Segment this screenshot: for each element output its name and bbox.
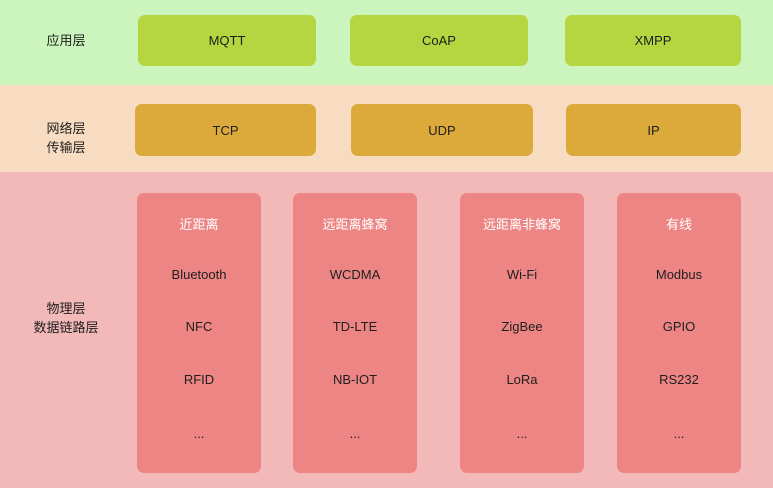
protocol-item: WCDMA (329, 267, 381, 282)
physical-layer-label: 物理层 数据链路层 (33, 301, 99, 335)
network-layer-label: 网络层 传输层 (46, 121, 86, 155)
protocol-box-ip: IP (566, 104, 741, 156)
protocol-item-more: ... (673, 426, 685, 441)
column-wired: 有线 Modbus GPIO RS232 ... (617, 193, 741, 473)
protocol-item: NB-IOT (332, 372, 378, 387)
protocol-box-coap: CoAP (350, 15, 528, 66)
column-title: 有线 (665, 217, 692, 232)
protocol-item: LoRa (506, 372, 538, 387)
application-layer-label: 应用层 (46, 33, 86, 48)
protocol-item-more: ... (516, 426, 528, 441)
column-long-range-cellular: 远距离蜂窝 WCDMA TD-LTE NB-IOT ... (293, 193, 417, 473)
protocol-item: RS232 (659, 372, 699, 387)
protocol-item-more: ... (193, 426, 205, 441)
protocol-item: NFC (185, 319, 213, 334)
protocol-item: Modbus (655, 267, 703, 282)
protocol-item: Bluetooth (171, 267, 227, 282)
protocol-item: RFID (183, 372, 215, 387)
column-short-range: 近距离 Bluetooth NFC RFID ... (137, 193, 261, 473)
column-long-range-non-cellular: 远距离非蜂窝 Wi-Fi ZigBee LoRa ... (460, 193, 584, 473)
column-title: 远距离非蜂窝 (482, 217, 561, 232)
protocol-box-mqtt: MQTT (138, 15, 316, 66)
protocol-item: TD-LTE (332, 319, 378, 334)
protocol-item: GPIO (662, 319, 696, 334)
protocol-item: ZigBee (501, 319, 543, 334)
column-title: 近距离 (179, 217, 219, 232)
column-title: 远距离蜂窝 (322, 217, 388, 232)
protocol-box-udp: UDP (351, 104, 533, 156)
protocol-box-tcp: TCP (135, 104, 316, 156)
protocol-item-more: ... (349, 426, 361, 441)
protocol-item: Wi-Fi (506, 267, 538, 282)
protocol-box-xmpp: XMPP (565, 15, 741, 66)
